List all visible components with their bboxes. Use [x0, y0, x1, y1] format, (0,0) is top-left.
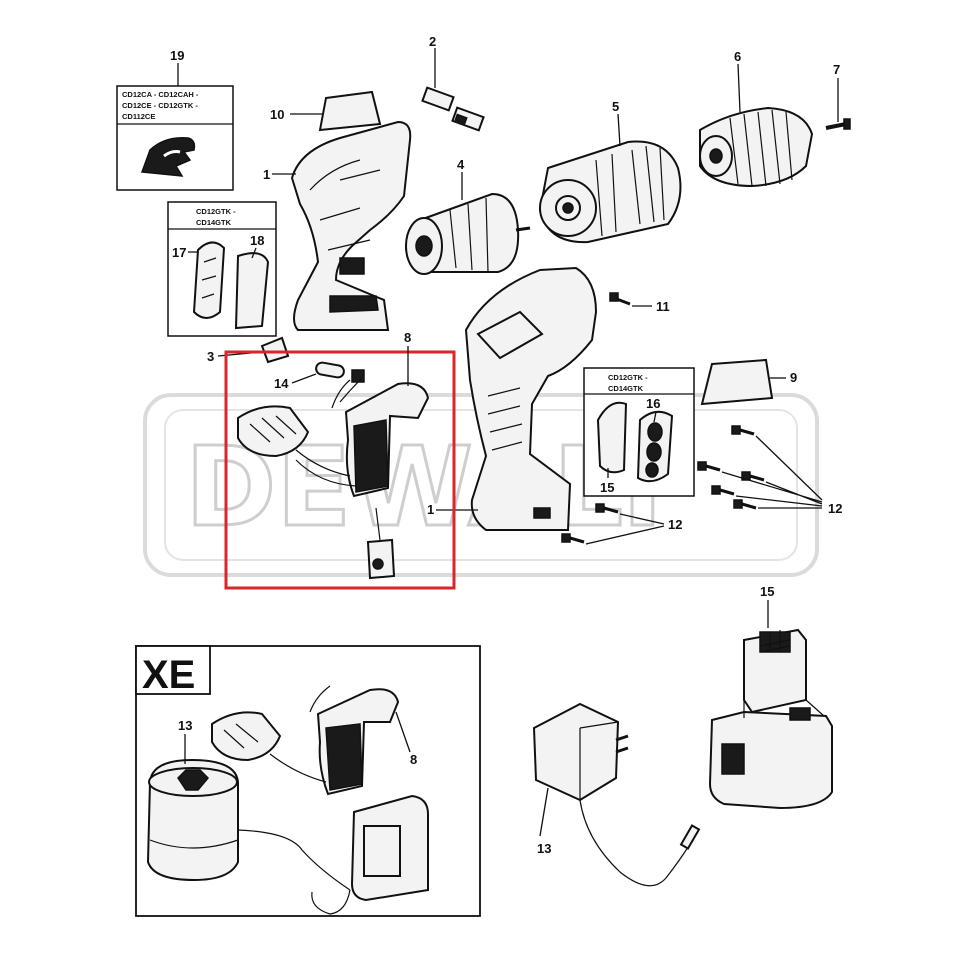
callout-11: 11: [656, 299, 670, 314]
callout-16: 16: [646, 396, 660, 411]
callout-8b: 8: [410, 752, 417, 767]
callout-1b: 1: [427, 502, 434, 517]
callout-12a: 12: [828, 501, 842, 516]
callout-14: 14: [274, 376, 289, 391]
part-14: [315, 361, 365, 383]
charger-13-adapter: [532, 702, 701, 887]
brush-2: [421, 86, 485, 132]
adapter-xe: [311, 794, 429, 915]
callout-18: 18: [250, 233, 264, 248]
battery-15: [708, 628, 833, 810]
callout-4: 4: [457, 157, 465, 172]
screw-7: [825, 118, 851, 130]
box16-line1: CD12GTK -: [608, 373, 648, 382]
callout-5: 5: [612, 99, 619, 114]
box19-line1: CD12CA - CD12CAH -: [122, 90, 199, 99]
grip-17: [192, 241, 226, 319]
variant-box-15-16: CD12GTK - CD14GTK: [583, 367, 695, 497]
callout-15a: 15: [600, 480, 614, 495]
housing-half-1: [290, 120, 412, 331]
box17-line2: CD14GTK: [196, 218, 232, 227]
switch-assembly-8-xe: [211, 685, 400, 796]
callout-3: 3: [207, 349, 214, 364]
callout-10: 10: [270, 107, 284, 122]
highlight-box-switch: [224, 350, 456, 590]
callout-6: 6: [734, 49, 741, 64]
housing-half-1-assembled: [464, 266, 598, 531]
callout-13b: 13: [537, 841, 551, 856]
box19-line2: CD12CE - CD12GTK -: [122, 101, 198, 110]
grip-18: [234, 252, 270, 330]
callout-13a: 13: [178, 718, 192, 733]
part-3: [260, 336, 290, 364]
box16-line2: CD14GTK: [608, 384, 644, 393]
label-10: [318, 90, 382, 132]
callout-19: 19: [170, 48, 184, 63]
callout-2: 2: [429, 34, 436, 49]
callout-8a: 8: [404, 330, 411, 345]
switch-assembly-8: [237, 377, 430, 580]
screws-12: [561, 425, 765, 544]
grip-15: [596, 401, 628, 474]
callout-7: 7: [833, 62, 840, 77]
charger-13-base: [146, 758, 351, 891]
motor-4: [404, 192, 531, 275]
gearbox-5: [538, 140, 682, 244]
screw-11: [609, 292, 631, 306]
box17-line1: CD12GTK -: [196, 207, 236, 216]
xe-label: XE: [142, 653, 195, 697]
label-9: [700, 358, 774, 406]
callout-12b: 12: [668, 517, 682, 532]
variant-box-17-18: CD12GTK - CD14GTK: [167, 201, 277, 337]
box19-line3: CD112CE: [122, 112, 155, 121]
callout-1a: 1: [263, 167, 270, 182]
chuck-6: [699, 106, 814, 188]
callout-15b: 15: [760, 584, 774, 599]
callout-9: 9: [790, 370, 797, 385]
variant-box-19: CD12CA - CD12CAH - CD12CE - CD12GTK - CD…: [116, 85, 234, 191]
callout-17: 17: [172, 245, 186, 260]
label-19-shape: [140, 137, 196, 177]
